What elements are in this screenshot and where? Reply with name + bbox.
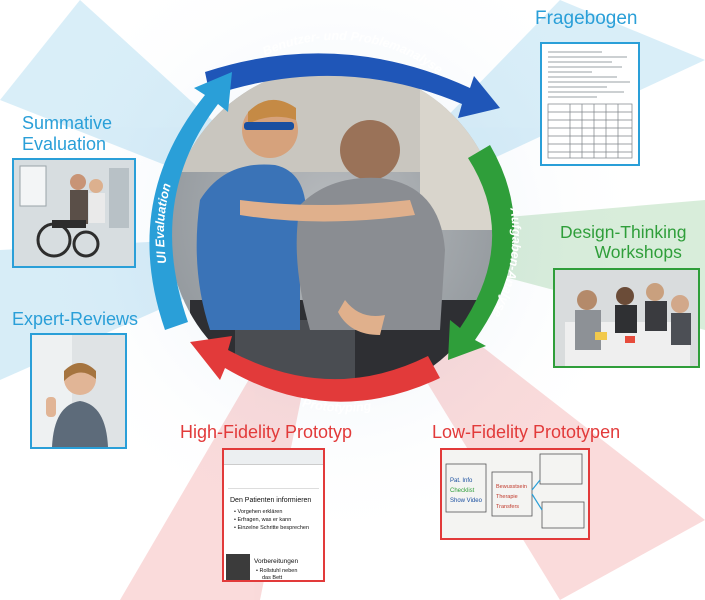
label-summative-line2: Evaluation xyxy=(22,133,107,154)
smart-glasses xyxy=(244,122,294,130)
lofi-left-item-2: Checklist xyxy=(450,488,475,494)
label-design-thinking-line2: Workshops xyxy=(594,242,682,263)
questionnaire-thumbnail xyxy=(540,42,640,166)
hifi-section2-bullet-1: • Rollstuhl neben xyxy=(256,568,298,574)
hifi-section2-bullet-1-text: Rollstuhl neben xyxy=(259,568,298,574)
lofi-sketch-thumbnail: Pat. Info Checklist Show Video Bewusstse… xyxy=(440,448,590,540)
hifi-section2-title: Vorbereitungen xyxy=(254,558,299,565)
hifi-section2-bullet-2: das Bett xyxy=(262,575,283,581)
hifi-bullet-1-text: Vorgehen erklären xyxy=(237,509,283,515)
arrow-task-analysis xyxy=(448,145,515,360)
lofi-sketch-lines: Pat. Info Checklist Show Video Bewusstse… xyxy=(445,453,585,529)
lofi-middle-item-1: Bewusstsein xyxy=(496,484,527,490)
lofi-left-item-3: Show Video xyxy=(450,498,483,504)
label-fragebogen: Fragebogen xyxy=(535,8,638,29)
expert-review-photo xyxy=(30,333,127,449)
patient-head xyxy=(340,120,400,180)
label-design-thinking: Design-Thinking Workshops xyxy=(560,222,686,262)
summative-photo-shapes xyxy=(14,160,134,266)
arrow-prototyping xyxy=(190,336,440,402)
expert-review-photo-shapes xyxy=(32,335,125,447)
label-design-thinking-line1: Design-Thinking xyxy=(560,222,687,242)
arrow-ui-evaluation xyxy=(149,72,232,330)
label-summative-evaluation: Summative Evaluation xyxy=(22,113,112,154)
hifi-section2-photo xyxy=(226,554,250,580)
hifi-bullet-2: • Erfragen, was er kann xyxy=(234,517,292,523)
summative-evaluation-photo xyxy=(12,158,136,268)
patient-body xyxy=(296,177,445,330)
label-summative-line1: Summative xyxy=(22,113,113,133)
lofi-middle-item-3: Transfers xyxy=(496,504,519,510)
arrow-user-problem-analysis xyxy=(205,53,500,118)
questionnaire-lines xyxy=(547,51,633,159)
hifi-prototype-thumbnail: Den Patienten informieren • Vorgehen erk… xyxy=(222,448,325,582)
workshop-photo-shapes xyxy=(555,270,698,366)
hifi-bullet-3: • Einzelne Schritte besprechen xyxy=(234,525,310,531)
hifi-bullet-2-text: Erfragen, was er kann xyxy=(237,517,292,523)
hifi-heading: Den Patienten informieren xyxy=(230,497,312,504)
label-high-fidelity: High-Fidelity Prototyp xyxy=(180,422,353,442)
hifi-top-card xyxy=(228,468,319,489)
hifi-bullet-1: • Vorgehen erklären xyxy=(234,509,283,515)
hifi-bullet-3-text: Einzelne Schritte besprechen xyxy=(237,525,310,531)
nurse-body xyxy=(196,164,307,330)
lofi-left-item-1: Pat. Info xyxy=(450,478,473,484)
label-low-fidelity: Low-Fidelity Prototypen xyxy=(432,422,621,442)
hifi-toolbar xyxy=(224,450,323,465)
label-expert-reviews: Expert-Reviews xyxy=(12,309,139,329)
lofi-middle-item-2: Therapie xyxy=(496,494,518,500)
workshop-photo xyxy=(553,268,700,368)
cycle-arrows xyxy=(149,53,515,402)
